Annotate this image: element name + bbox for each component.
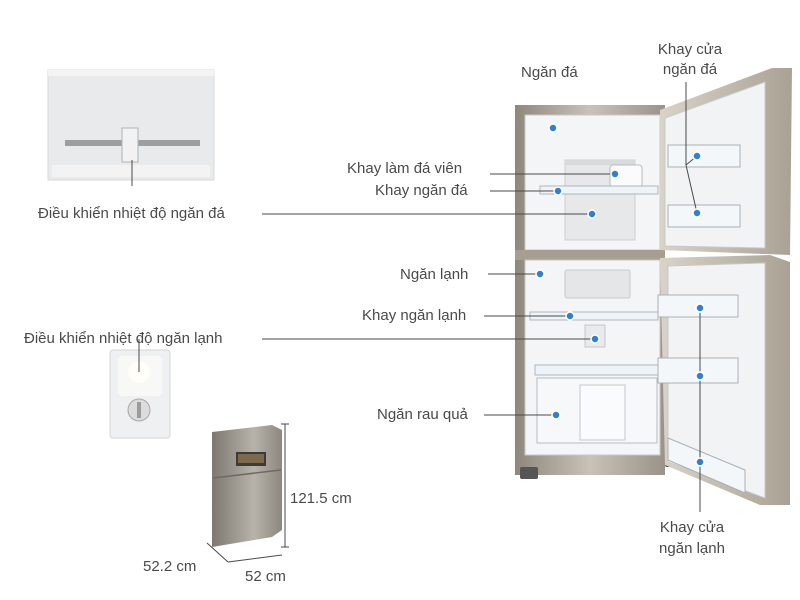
dot-khay-cua-ngan-da-2 <box>692 208 702 218</box>
label-ngan-lanh: Ngăn lạnh <box>400 266 469 283</box>
dimension-depth: 52.2 cm <box>143 558 197 575</box>
dot-khay-ngan-lanh <box>565 311 575 321</box>
fridge-door-rack-3 <box>667 437 746 494</box>
dot-khay-cua-ngan-lanh-3 <box>695 457 705 467</box>
mini-fridge-image <box>212 425 282 547</box>
label-ngan-da: Ngăn đá <box>521 64 578 81</box>
dot-khay-cua-ngan-lanh-1 <box>695 303 705 313</box>
freezer-slider <box>121 127 139 163</box>
label-ngan-rau-qua: Ngăn rau quả <box>377 406 468 423</box>
label-khay-cua-ngan-lanh-line2: ngăn lạnh <box>659 540 725 557</box>
dot-ngan-lanh <box>535 269 545 279</box>
dot-dieu-khien-ngan-lanh <box>590 334 600 344</box>
dot-ngan-da <box>548 123 558 133</box>
freezer-door-rack-1 <box>667 144 741 168</box>
dot-khay-ngan-da <box>553 186 563 196</box>
pointer-dots <box>535 123 705 467</box>
label-dieu-khien-ngan-lanh: Điều khiển nhiệt độ ngăn lạnh <box>24 330 223 347</box>
freezer-door-rack-2 <box>667 204 741 228</box>
leader-lines <box>131 82 701 512</box>
label-dieu-khien-ngan-da: Điều khiển nhiệt độ ngăn đá <box>38 205 225 222</box>
label-khay-ngan-da: Khay ngăn đá <box>375 182 468 199</box>
label-khay-cua-ngan-lanh-line1: Khay cửa <box>659 519 725 536</box>
dimension-height: 121.5 cm <box>290 490 352 507</box>
fridge-image <box>515 68 792 505</box>
dimension-lines <box>206 423 289 563</box>
dot-khay-cua-ngan-lanh-2 <box>695 371 705 381</box>
dot-dieu-khien-ngan-da <box>587 209 597 219</box>
freezer-control-image <box>47 69 215 181</box>
dot-khay-cua-ngan-da-1 <box>692 151 702 161</box>
label-khay-ngan-lanh: Khay ngăn lạnh <box>362 307 467 324</box>
label-khay-lam-da-vien: Khay làm đá viên <box>347 160 463 177</box>
label-khay-cua-ngan-da-line2: ngăn đá <box>662 61 718 78</box>
label-khay-cua-ngan-da-line1: Khay cửa <box>657 41 723 58</box>
dimension-width: 52 cm <box>245 568 286 585</box>
dot-khay-lam-da-vien <box>610 169 620 179</box>
freezer-shelf <box>539 185 659 195</box>
dot-ngan-rau-qua <box>551 410 561 420</box>
fridge-control-image <box>109 349 171 439</box>
